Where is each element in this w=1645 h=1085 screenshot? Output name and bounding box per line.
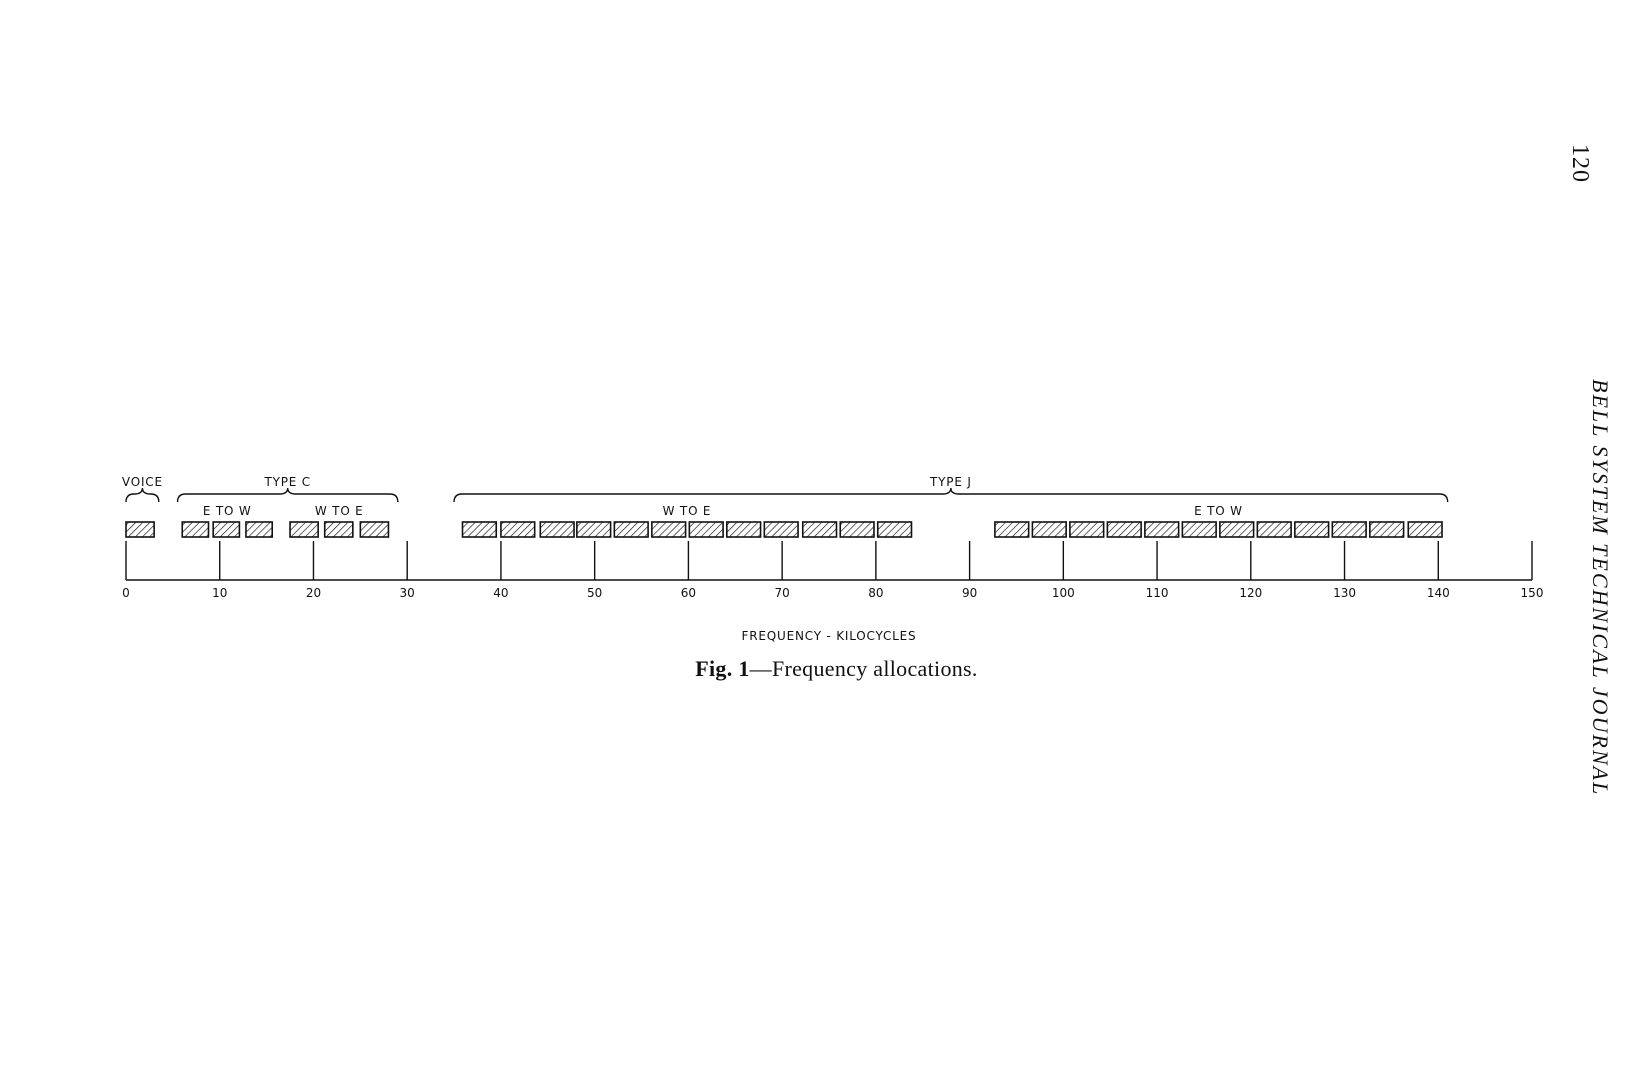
system-brace	[125, 487, 160, 503]
tick-label: 70	[774, 586, 789, 600]
channel-block	[245, 521, 274, 538]
frequency-axis: 0 10 20 30 40 50 60 70 80 90 100 110 120 130 140 150FRE…	[122, 541, 1543, 643]
channel-block	[212, 521, 241, 538]
tick-label: 100	[1052, 586, 1075, 600]
channel-block	[801, 521, 838, 538]
channel-block	[1219, 521, 1255, 538]
channel-block	[1294, 521, 1330, 538]
channel-block	[1069, 521, 1105, 538]
channel-block	[726, 521, 762, 538]
tick-label: 140	[1427, 586, 1450, 600]
tick-label: 110	[1146, 586, 1169, 600]
tick-label: 90	[962, 586, 977, 600]
channel-block	[839, 521, 875, 538]
channel-block	[688, 521, 724, 538]
channel-block	[994, 521, 1030, 538]
channel-block	[1331, 521, 1367, 538]
channel-block	[1256, 521, 1292, 538]
channel-block	[1106, 521, 1142, 538]
voice-channel-block	[125, 521, 155, 538]
diagram-labels: E TO W W TO E W TO E E TO W VOICE TYPE C TYPE …	[122, 475, 1243, 518]
channel-block	[876, 521, 913, 538]
direction-label: E TO W	[203, 504, 252, 518]
channel-block	[763, 521, 799, 538]
channel-block	[1031, 521, 1067, 538]
tick-label: 10	[212, 586, 227, 600]
channel-block	[461, 521, 498, 538]
tick-label: 0	[122, 586, 130, 600]
figure-number: Fig. 1	[695, 656, 750, 681]
figure-title: —Frequency allocations.	[749, 656, 978, 681]
direction-label: W TO E	[663, 504, 712, 518]
direction-label: W TO E	[315, 504, 364, 518]
system-label: VOICE	[122, 475, 163, 489]
system-braces	[125, 487, 1449, 503]
tick-label: 60	[681, 586, 696, 600]
direction-label: E TO W	[1194, 504, 1243, 518]
channel-block	[651, 521, 687, 538]
system-label: TYPE C	[263, 475, 310, 489]
tick-label: 130	[1333, 586, 1356, 600]
channel-block	[1407, 521, 1443, 538]
channel-block	[289, 521, 319, 538]
channel-block	[181, 521, 210, 538]
tick-label: 40	[493, 586, 508, 600]
system-label: TYPE J	[929, 475, 972, 489]
channel-block	[359, 521, 390, 538]
figure-caption: Fig. 1—Frequency allocations.	[0, 656, 1645, 682]
channel-blocks	[125, 521, 1443, 538]
channel-block	[500, 521, 536, 538]
tick-label: 120	[1239, 586, 1262, 600]
channel-block	[576, 521, 612, 538]
tick-label: 50	[587, 586, 602, 600]
channel-block	[1144, 521, 1180, 538]
tick-label: 80	[868, 586, 883, 600]
channel-block	[323, 521, 354, 538]
tick-label: 150	[1521, 586, 1544, 600]
tick-label: 20	[306, 586, 321, 600]
channel-block	[539, 521, 575, 538]
channel-block	[1181, 521, 1217, 538]
channel-block	[1369, 521, 1405, 538]
system-brace	[453, 487, 1449, 503]
channel-block	[613, 521, 649, 538]
tick-label: 30	[400, 586, 415, 600]
system-brace	[176, 487, 399, 503]
axis-label: FREQUENCY - KILOCYCLES	[742, 629, 917, 643]
